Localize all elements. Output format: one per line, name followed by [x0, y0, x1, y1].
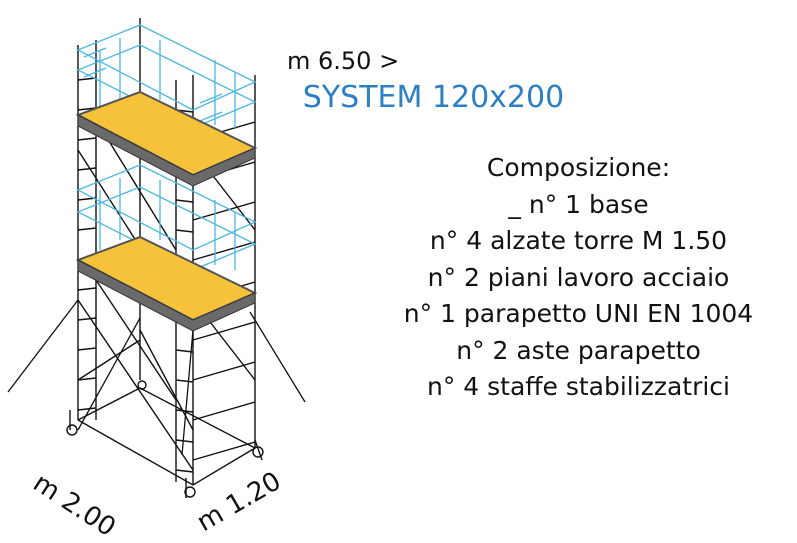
- product-title: SYSTEM 120x200: [302, 80, 565, 115]
- composition-item: n° 2 piani lavoro acciaio: [427, 262, 730, 292]
- outrigger-stabilizers: [7, 299, 306, 456]
- composition-item: n° 2 aste parapetto: [456, 335, 701, 365]
- composition-heading: Composizione:: [486, 153, 671, 182]
- composition-item: n° 1 parapetto UNI EN 1004: [403, 299, 754, 328]
- work-platforms: [75, 90, 258, 332]
- composition-list: Composizione: _ n° 1 base n° 4 alzate to…: [360, 150, 797, 406]
- composition-item: n° 4 staffe stabilizzatrici: [427, 372, 730, 401]
- composition-item: n° 4 alzate torre M 1.50: [429, 226, 728, 255]
- composition-item: _ n° 1 base: [508, 189, 649, 219]
- height-label: m 6.50 >: [287, 47, 400, 75]
